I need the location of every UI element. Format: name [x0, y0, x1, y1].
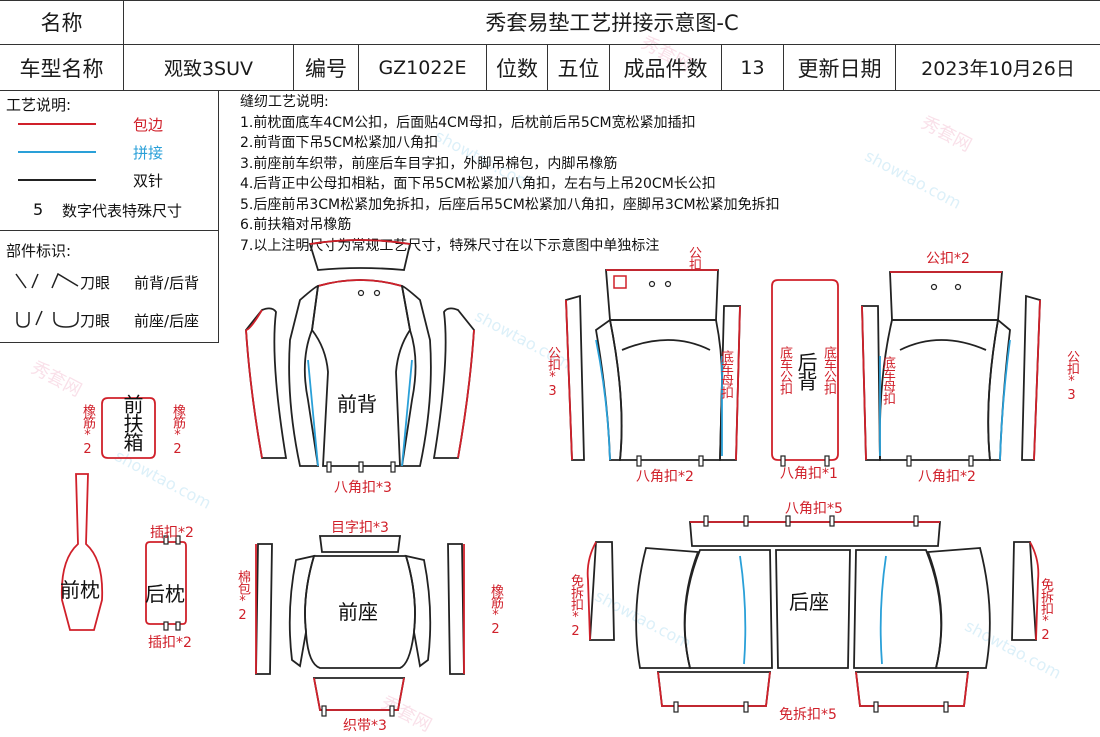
rear-back-label: 后背 [794, 352, 818, 390]
rear-back-left-top-note: 公扣 [686, 246, 701, 270]
rear-headrest-label: 后枕 [145, 582, 185, 606]
rear-back-left-inner-note: 底车母扣 [718, 350, 733, 398]
front-back-label: 前背 [337, 392, 377, 416]
code-value: GZ1022E [378, 56, 467, 79]
rear-back-right-inner-note: 底车母扣 [880, 356, 895, 404]
note-line: 3.前座前车织带，前座后车目字扣，外脚吊棉包，内脚吊橡筋 [240, 155, 618, 172]
rear-headrest-top-note: 插扣*2 [150, 525, 194, 541]
note-line: 6.前扶箱对吊橡筋 [240, 217, 352, 233]
legend-panel: 工艺说明: 包边 拼接 双针 5 数字代表特殊尺寸 部件标识: 刀眼 前背/后背… [0, 90, 219, 343]
code-label: 编号 [305, 56, 347, 81]
front-seat-top-note: 目字扣*3 [331, 520, 389, 536]
rear-seat-left-note: 免拆扣*2 [568, 574, 583, 638]
notch-mark-icon [16, 310, 79, 328]
front-seat-right-note: 橡筋*2 [488, 584, 503, 636]
note-line: 2.前背面下吊5CM松紧加八角扣 [240, 135, 439, 151]
rear-back-center-right-note: 底车公扣 [821, 346, 836, 394]
rear-seat-pieces [586, 521, 1040, 707]
front-seat-label: 前座 [338, 600, 378, 624]
note-line: 1.前枕面底车4CM公扣，后面贴4CM母扣，后枕前后吊5CM宽松紧加插扣 [240, 114, 696, 131]
note-line: 7.以上注明尺寸为常规工艺尺寸，特殊尺寸在以下示意图中单独标注 [240, 237, 660, 254]
sewing-notes: 缝纫工艺说明: 1.前枕面底车4CM公扣，后面贴4CM母扣，后枕前后吊5CM宽松… [240, 92, 780, 256]
parts-title: 部件标识: [6, 242, 72, 260]
notes-title: 缝纫工艺说明: [240, 94, 329, 110]
rear-back-right-side-note: 公扣*3 [1064, 350, 1079, 402]
front-armrest-label: 前扶箱 [120, 394, 144, 451]
name-label: 名称 [40, 11, 83, 35]
stitch-line-sample [18, 179, 96, 181]
page-title: 秀套易垫工艺拼接示意图-C [485, 11, 739, 35]
rear-back-center-piece [771, 279, 839, 461]
model-value: 观致3SUV [163, 58, 254, 80]
model-label: 车型名称 [19, 56, 104, 81]
legend-stitch-label: 双针 [133, 172, 164, 190]
splice-line-sample [18, 151, 96, 153]
front-back-note: 八角扣*3 [334, 480, 392, 496]
rear-seat-right-note: 免拆扣*2 [1038, 578, 1053, 642]
rear-back-left-pieces [565, 269, 741, 461]
rear-back-left-side-note: 公扣*3 [545, 346, 560, 398]
armrest-left-note: 橡筋*2 [80, 404, 95, 456]
size-text: 数字代表特殊尺寸 [62, 202, 183, 220]
front-headrest-label: 前枕 [60, 578, 100, 602]
knife2-meaning: 前座/后座 [134, 312, 200, 330]
front-seat-left-note: 棉包*2 [235, 570, 250, 622]
front-armrest-piece [101, 397, 156, 459]
rear-back-center-left-note: 底车公扣 [777, 346, 792, 394]
date-value: 2023年10月26日 [921, 58, 1075, 80]
rear-seat-bottom-note: 免拆扣*5 [779, 707, 837, 723]
pieces-label: 成品件数 [623, 56, 708, 81]
pieces-value: 13 [740, 56, 765, 79]
rear-headrest-bottom-note: 插扣*2 [148, 635, 192, 651]
edge-line-sample [18, 123, 96, 125]
rear-back-right-bottom-note: 八角扣*2 [918, 469, 976, 485]
legend-splice-label: 拼接 [133, 144, 164, 162]
legend-divider [0, 230, 218, 231]
seat-value: 五位 [557, 56, 600, 81]
legend-title: 工艺说明: [6, 96, 72, 114]
knife-text: 刀眼 [80, 274, 111, 292]
front-seat-pieces [255, 535, 465, 711]
date-label: 更新日期 [797, 56, 882, 81]
rear-back-right-pieces [861, 271, 1041, 461]
seat-label: 位数 [496, 56, 538, 81]
legend-edge-label: 包边 [133, 116, 164, 134]
rear-back-right-top-note: 公扣*2 [926, 251, 970, 267]
note-line: 5.后座前吊3CM松紧加免拆扣，后座后吊5CM松紧加八角扣，座脚吊3CM松紧加免… [240, 196, 780, 213]
rear-seat-top-note: 八角扣*5 [785, 501, 843, 517]
rear-headrest-piece [145, 541, 187, 625]
rear-back-left-bottom-note: 八角扣*2 [636, 469, 694, 485]
front-headrest-piece [60, 473, 104, 631]
front-seat-bottom-note: 织带*3 [343, 718, 387, 734]
rear-back-center-bottom-note: 八角扣*1 [780, 466, 838, 482]
knife2-text: 刀眼 [80, 312, 111, 330]
size-number: 5 [33, 200, 44, 219]
knife-meaning: 前背/后背 [134, 274, 200, 292]
armrest-right-note: 橡筋*2 [170, 404, 185, 456]
front-back-pieces [245, 239, 475, 467]
rear-seat-label: 后座 [789, 590, 829, 614]
note-line: 4.后背正中公母扣相粘，面下吊5CM松紧加八角扣，左右与上吊20CM长公扣 [240, 176, 716, 192]
knife-mark-icon [15, 272, 79, 289]
